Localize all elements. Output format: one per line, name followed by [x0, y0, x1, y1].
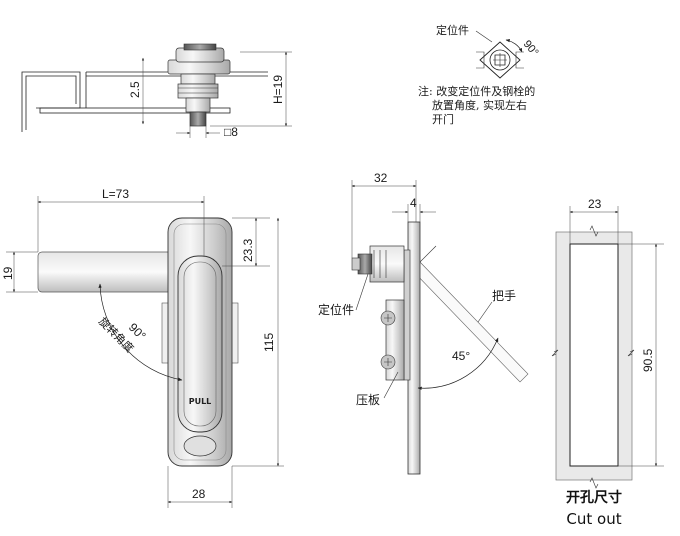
- dim-top: 23.3: [241, 238, 255, 262]
- open-angle: 45°: [452, 349, 470, 363]
- cam-detail: 定位件 90° 注: 改变定位件及钢栓的 放置角度, 实现左右 开门: [418, 23, 541, 126]
- cutout-view: 23 90.5 开孔尺寸 Cut out: [551, 197, 664, 528]
- cutout-dim-height: 90.5: [641, 348, 655, 372]
- dim-thickness: 2.5: [128, 81, 142, 98]
- dim-length: L=73: [102, 187, 129, 201]
- handle-bar-open: [37, 251, 173, 293]
- note-line-1: 注: 改变定位件及钢栓的: [418, 84, 535, 98]
- cutout-opening: [569, 243, 619, 467]
- side-view: 32 4 定位件 把手 压板 45°: [318, 171, 529, 475]
- dim-handle-height: 19: [1, 266, 15, 280]
- positioner-label-top: 定位件: [436, 23, 469, 37]
- dim-total-height: 115: [262, 333, 276, 352]
- dim-plate: 4: [410, 196, 417, 210]
- pressure-plate-label: 压板: [356, 393, 380, 407]
- dim-width: 28: [192, 487, 206, 501]
- dim-square: □8: [224, 125, 238, 139]
- handle-label: 把手: [492, 289, 516, 303]
- cylinder: [369, 245, 405, 283]
- top-side-view: 2.5 H=19 □8: [21, 43, 292, 139]
- lock-body-side: [167, 43, 231, 127]
- pull-label: PULL: [189, 397, 212, 406]
- cutout-dim-width: 23: [588, 197, 602, 211]
- note-line-2: 放置角度, 实现左右: [432, 98, 527, 112]
- dim-depth: 32: [374, 171, 388, 185]
- cutout-title-cn: 开孔尺寸: [566, 489, 622, 506]
- note-line-3: 开门: [432, 112, 454, 126]
- cam-angle: 90°: [521, 38, 541, 58]
- cutout-title-en: Cut out: [566, 510, 621, 528]
- front-view: PULL L=73 19 23.3 115 28 90° 旋转角度: [1, 187, 284, 508]
- dim-height: H=19: [271, 75, 285, 104]
- positioner-label-side: 定位件: [318, 302, 354, 317]
- handle-open-ghost: [411, 261, 529, 383]
